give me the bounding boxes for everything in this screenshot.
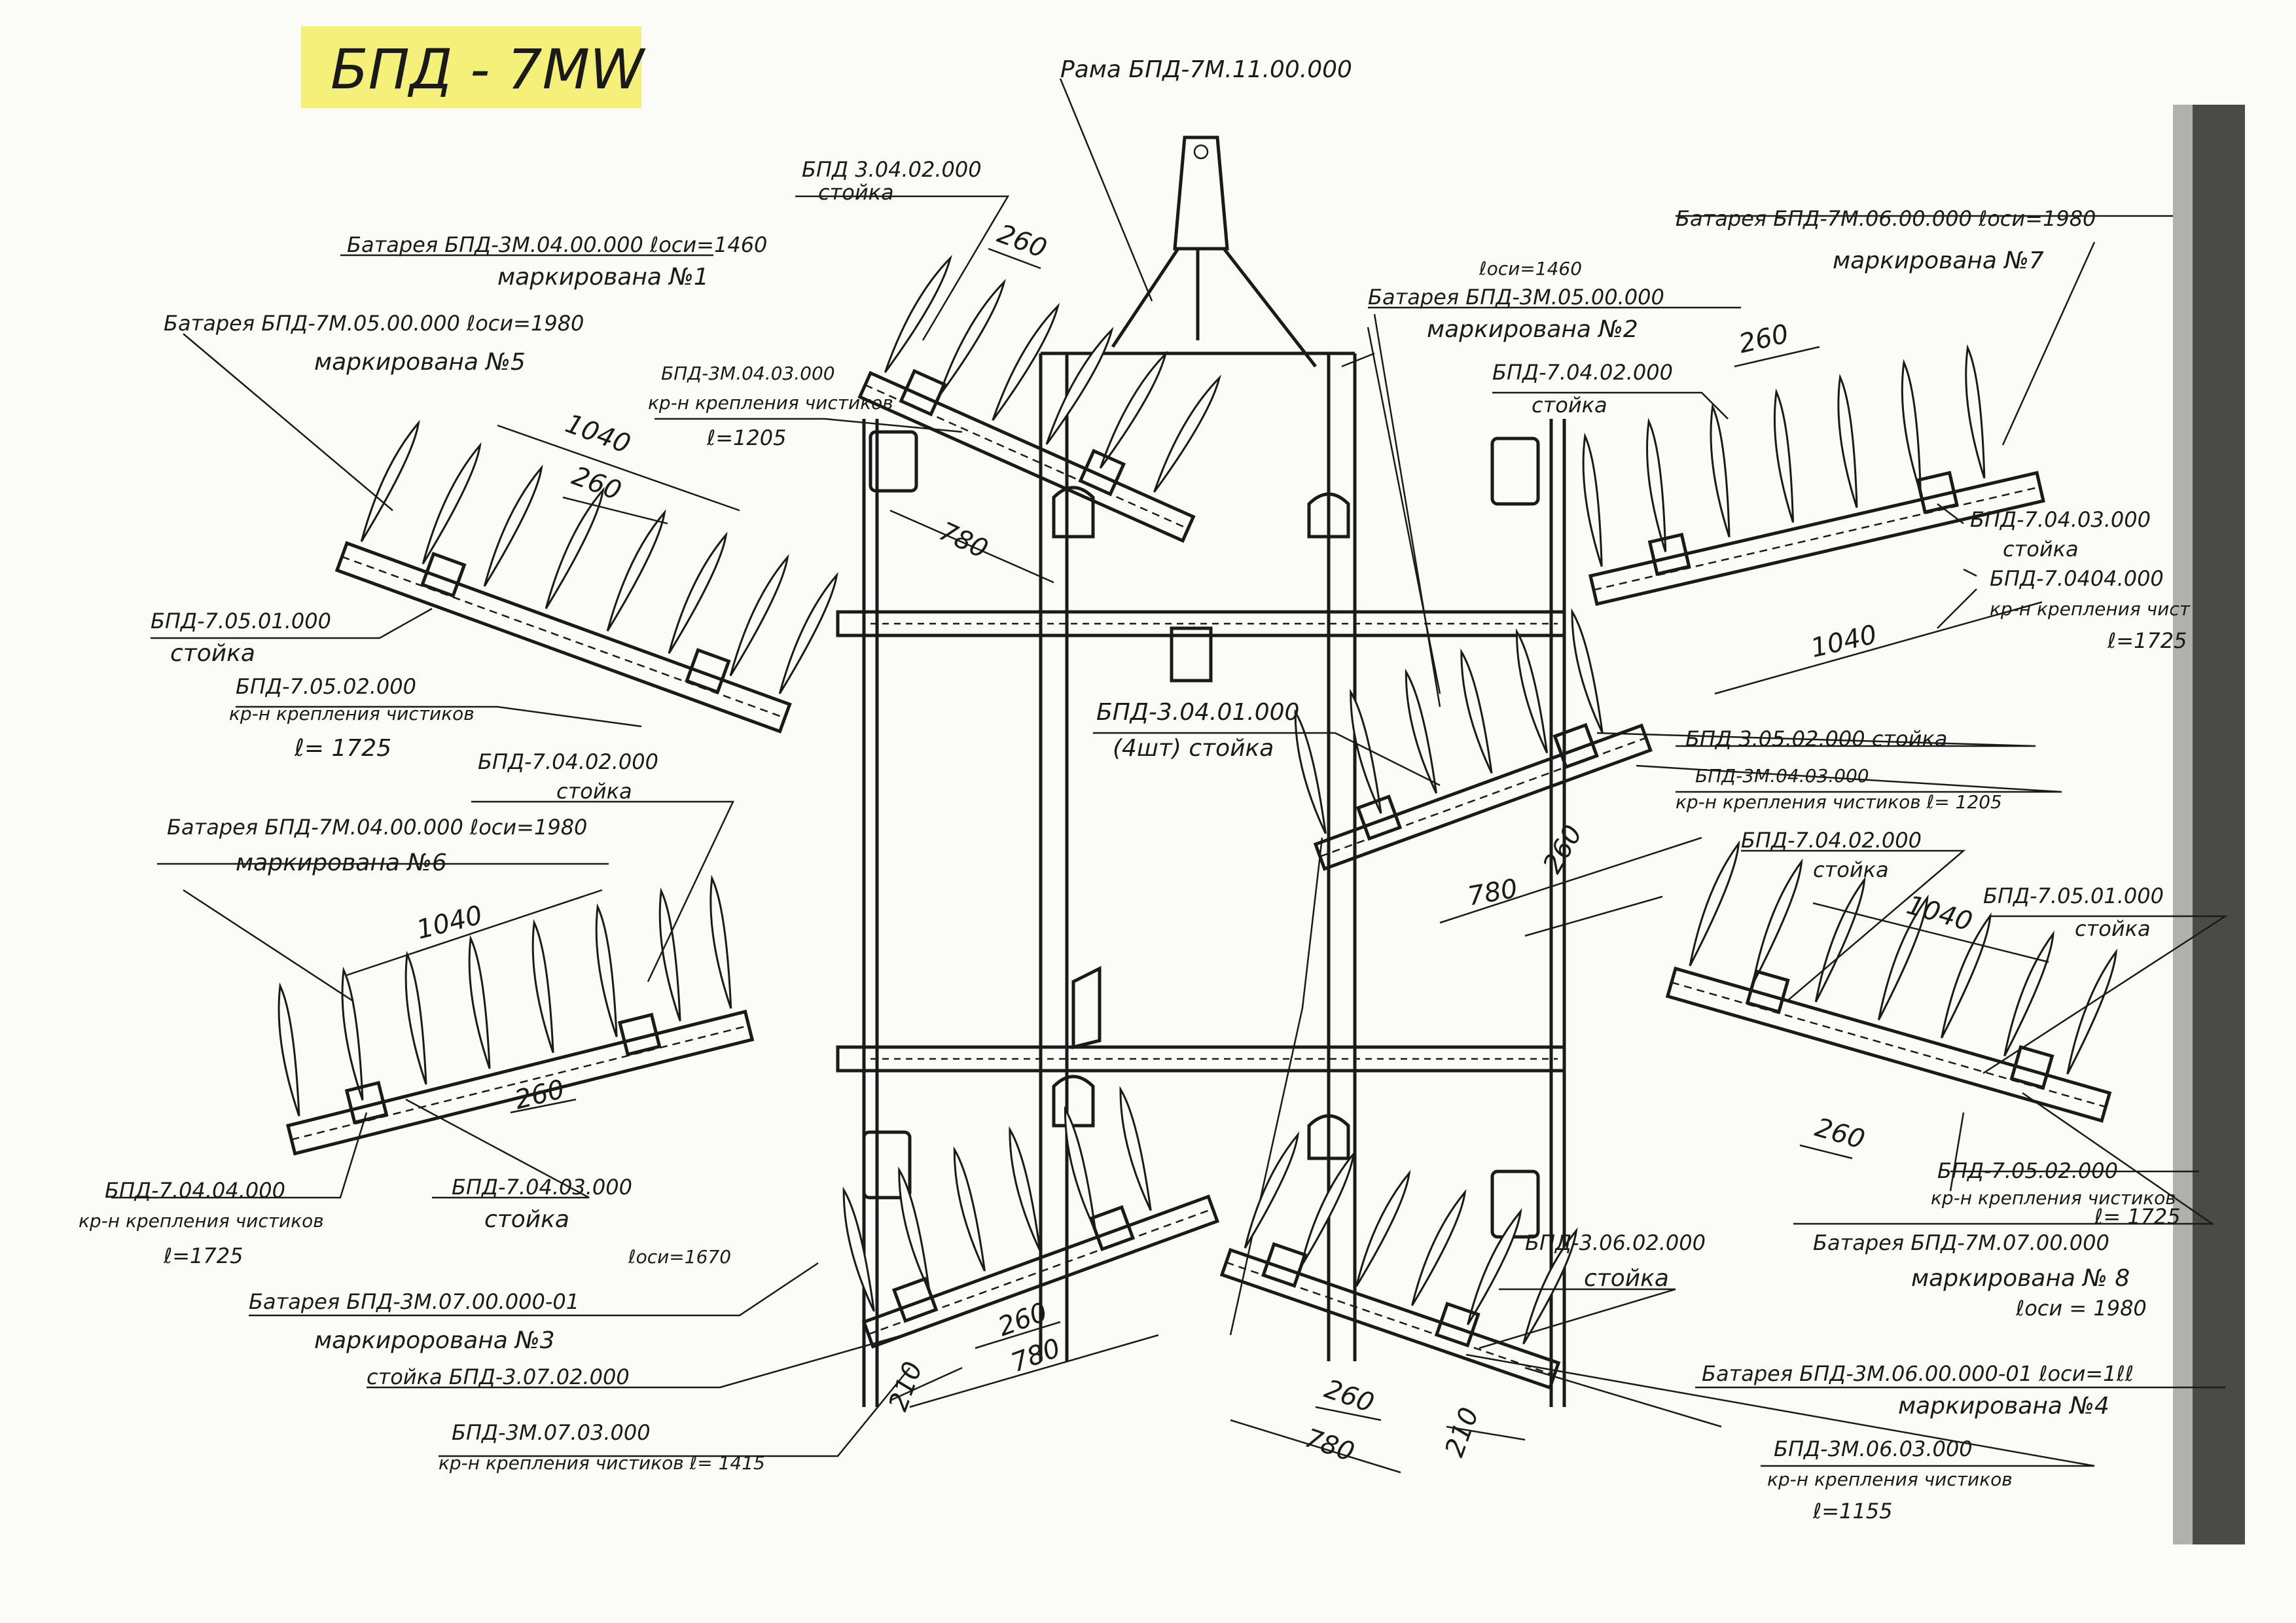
dim-260-b8: 260 (1812, 1113, 1868, 1155)
part-2-name: кр-н крепления чистиков (648, 392, 893, 414)
part-4-code: БПД-7.04.03.000 (1970, 507, 2151, 532)
part-19-name: кр-н крепления чистиков (1767, 1469, 2013, 1490)
battery-1-mark: маркирована №1 (497, 264, 709, 291)
battery-3-title: Батарея БПД-3М.07.00.000-01 (249, 1289, 579, 1314)
battery-5-title: Батарея БПД-7М.05.00.000 ℓоси=1980 (164, 311, 584, 336)
drawing-title: БПД - 7MW (331, 37, 646, 101)
part-8-name: стойка (556, 779, 632, 804)
part-1-code: БПД 3.04.02.000 (802, 157, 982, 182)
part-11-code: БПД-7.04.02.000 (1741, 828, 1922, 853)
battery-1-title: Батарея БПД-3М.04.00.000 ℓоси=1460 (347, 232, 767, 257)
frame-label: Рама БПД-7М.11.00.000 (1060, 56, 1352, 83)
part-13-code: БПД-7.04.04.000 (105, 1178, 285, 1203)
part-3-code: БПД-7.04.02.000 (1492, 360, 1673, 385)
scan-edge (2173, 105, 2296, 1623)
title-block: БПД - 7MW (301, 26, 646, 108)
dim-260-b3: 260 (994, 1297, 1051, 1342)
leader-lines (111, 78, 2229, 1467)
battery-4-graphic (1219, 1131, 1578, 1390)
part-8-code: БПД-7.04.02.000 (478, 749, 658, 774)
part-5-name: кр-н крепления чист (1990, 598, 2191, 620)
part-16-code: стойка БПД-3.07.02.000 (367, 1364, 630, 1389)
battery-2-axis: ℓоси=1460 (1479, 258, 1582, 279)
battery-8-axis: ℓоси = 1980 (2015, 1296, 2147, 1321)
part-15-name: кр-н крепления чистиков (1931, 1187, 2176, 1209)
part-9-code: БПД 3.05.02.000 стойка (1685, 726, 1947, 751)
part-17-name: кр-н крепления чистиков ℓ= 1415 (439, 1452, 765, 1474)
battery-7-title: Батарея БПД-7М.06.00.000 ℓоси=1980 (1676, 206, 2096, 231)
part-7-name: кр-н крепления чистиков (229, 703, 475, 724)
battery-3-mark: маркиророванa №3 (314, 1327, 555, 1354)
battery-7-mark: маркирована №7 (1833, 247, 2044, 274)
part-4-name: стойка (2003, 537, 2079, 562)
dim-260-b1: 260 (994, 219, 1050, 264)
battery-4-mark: маркирована №4 (1898, 1393, 2109, 1419)
battery-4-title: Батарея БПД-3М.06.00.000-01 ℓоси=1ℓℓ (1702, 1361, 2134, 1386)
battery-2-graphic (1294, 608, 1653, 871)
center-stand-note: (4шт) стойка (1113, 735, 1274, 762)
part-10-code: БПД-3М.04.03.000 (1695, 765, 1869, 787)
dim-1040-b6: 1040 (414, 900, 486, 945)
battery-6-title: Батарея БПД-7М.04.00.000 ℓоси=1980 (167, 815, 587, 840)
battery-2-title: Батарея БПД-3М.05.00.000 (1368, 285, 1664, 310)
part-19-len: ℓ=1155 (1812, 1499, 1892, 1524)
dim-210-b3: 210 (883, 1358, 928, 1415)
dimension-lines (346, 247, 2049, 1474)
dim-260-b4: 260 (1321, 1374, 1378, 1418)
part-2-len: ℓ=1205 (706, 425, 786, 450)
center-stand-code: БПД-3.04.01.000 (1096, 699, 1299, 726)
part-12-name: стойка (2075, 916, 2151, 941)
part-13-len: ℓ=1725 (163, 1243, 243, 1268)
battery-7-graphic (1582, 344, 2045, 606)
dim-210-b4: 210 (1439, 1404, 1484, 1461)
part-10-name: кр-н крепления чистиков ℓ= 1205 (1676, 791, 2002, 813)
battery-3-axis: ℓоси=1670 (628, 1246, 731, 1268)
dim-260-b2: 260 (1537, 820, 1588, 878)
battery-5-mark: маркирована №5 (314, 349, 526, 376)
dim-260-b7: 260 (1736, 319, 1791, 359)
battery-1-graphic (857, 255, 1221, 543)
part-18-code: БПД-3.06.02.000 (1525, 1230, 1706, 1255)
title-highlight (301, 26, 641, 108)
part-14-name: стойка (484, 1206, 569, 1233)
part-15-code: БПД-7.05.02.000 (1937, 1158, 2118, 1183)
part-18-name: стойка (1584, 1265, 1669, 1292)
part-1-name: стойка (818, 180, 894, 205)
part-11-name: стойка (1813, 857, 1889, 882)
part-17-code: БПД-3М.07.03.000 (452, 1420, 651, 1445)
part-13-name: кр-н крепления чистиков (79, 1210, 324, 1232)
part-15-len: ℓ= 1725 (2094, 1204, 2181, 1229)
dim-780-b4: 780 (1301, 1423, 1358, 1467)
part-6-name: стойка (170, 640, 255, 667)
part-12-code: БПД-7.05.01.000 (1983, 883, 2164, 908)
part-19-code: БПД-3М.06.03.000 (1774, 1436, 1973, 1461)
dim-780-b3: 780 (1007, 1333, 1064, 1378)
battery-8-mark: маркирована № 8 (1911, 1265, 2130, 1292)
part-7-code: БПД-7.05.02.000 (236, 674, 416, 699)
battery-6-mark: маркирована №6 (236, 849, 447, 876)
part-5-code: БПД-7.0404.000 (1990, 566, 2164, 591)
battery-8-graphic (1665, 840, 2118, 1123)
battery-2-mark: маркирована №2 (1427, 316, 1638, 343)
battery-3-graphic (842, 1086, 1220, 1349)
part-6-code: БПД-7.05.01.000 (151, 609, 331, 633)
part-5-len: ℓ=1725 (2107, 628, 2187, 653)
battery-8-title: Батарея БПД-7М.07.00.000 (1813, 1230, 2109, 1255)
part-14-code: БПД-7.04.03.000 (452, 1175, 632, 1200)
frame (836, 135, 1566, 1407)
dim-260-b6: 260 (512, 1074, 567, 1115)
dim-780-b2: 780 (1465, 874, 1520, 912)
battery-5-graphic (334, 419, 838, 734)
part-7-len: ℓ= 1725 (294, 735, 391, 762)
part-2-code: БПД-3М.04.03.000 (661, 363, 835, 384)
battery-6-graphic (278, 874, 755, 1156)
dim-780-tl: 780 (935, 516, 993, 565)
part-3-name: стойка (1532, 393, 1607, 418)
